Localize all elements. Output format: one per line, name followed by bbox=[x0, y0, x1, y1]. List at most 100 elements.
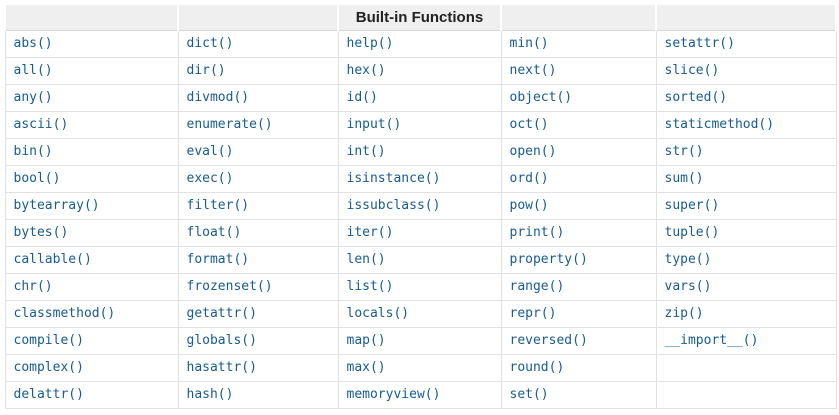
function-link[interactable]: bytes() bbox=[13, 225, 69, 240]
function-link[interactable]: object() bbox=[509, 90, 573, 105]
function-link[interactable]: issubclass() bbox=[346, 198, 441, 213]
function-link[interactable]: type() bbox=[664, 252, 712, 267]
function-link[interactable]: bin() bbox=[13, 144, 53, 159]
function-link[interactable]: setattr() bbox=[664, 36, 735, 51]
function-link[interactable]: frozenset() bbox=[186, 279, 273, 294]
function-link[interactable]: open() bbox=[509, 144, 557, 159]
function-cell: help() bbox=[337, 30, 502, 58]
function-link[interactable]: compile() bbox=[13, 333, 84, 348]
function-link[interactable]: sorted() bbox=[664, 90, 728, 105]
function-link[interactable]: classmethod() bbox=[13, 306, 116, 321]
function-cell: chr() bbox=[4, 273, 179, 301]
function-cell: super() bbox=[655, 192, 837, 220]
function-cell: any() bbox=[4, 84, 179, 112]
function-cell: sum() bbox=[655, 165, 837, 193]
function-link[interactable]: getattr() bbox=[186, 306, 257, 321]
function-cell: round() bbox=[500, 354, 657, 382]
function-cell: str() bbox=[655, 138, 837, 166]
function-cell: exec() bbox=[177, 165, 339, 193]
function-cell: isinstance() bbox=[337, 165, 502, 193]
empty-header-cell bbox=[4, 4, 179, 31]
function-cell: delattr() bbox=[4, 381, 179, 409]
function-link[interactable]: super() bbox=[664, 198, 720, 213]
function-cell: next() bbox=[500, 57, 657, 85]
function-link[interactable]: exec() bbox=[186, 171, 234, 186]
function-link[interactable]: bytearray() bbox=[13, 198, 100, 213]
function-link[interactable]: input() bbox=[346, 117, 402, 132]
function-link[interactable]: eval() bbox=[186, 144, 234, 159]
function-cell: issubclass() bbox=[337, 192, 502, 220]
function-link[interactable]: divmod() bbox=[186, 90, 250, 105]
function-link[interactable]: callable() bbox=[13, 252, 92, 267]
function-link[interactable]: id() bbox=[346, 90, 378, 105]
function-link[interactable]: ascii() bbox=[13, 117, 69, 132]
function-link[interactable]: dict() bbox=[186, 36, 234, 51]
function-cell: hash() bbox=[177, 381, 339, 409]
function-link[interactable]: all() bbox=[13, 63, 53, 78]
function-link[interactable]: map() bbox=[346, 333, 386, 348]
function-cell: map() bbox=[337, 327, 502, 355]
function-cell: tuple() bbox=[655, 219, 837, 247]
function-link[interactable]: hash() bbox=[186, 387, 234, 402]
function-link[interactable]: min() bbox=[509, 36, 549, 51]
function-link[interactable]: float() bbox=[186, 225, 242, 240]
function-link[interactable]: print() bbox=[509, 225, 565, 240]
function-link[interactable]: oct() bbox=[509, 117, 549, 132]
function-link[interactable]: len() bbox=[346, 252, 386, 267]
function-link[interactable]: slice() bbox=[664, 63, 720, 78]
function-cell: property() bbox=[500, 246, 657, 274]
function-cell: all() bbox=[4, 57, 179, 85]
table-row: ascii() enumerate() input() oct() staticmeth… bbox=[4, 111, 837, 139]
function-link[interactable]: int() bbox=[346, 144, 386, 159]
function-cell: zip() bbox=[655, 300, 837, 328]
function-link[interactable]: locals() bbox=[346, 306, 410, 321]
function-link[interactable]: vars() bbox=[664, 279, 712, 294]
function-cell: print() bbox=[500, 219, 657, 247]
function-link[interactable]: range() bbox=[509, 279, 565, 294]
function-link[interactable]: abs() bbox=[13, 36, 53, 51]
function-link[interactable]: round() bbox=[509, 360, 565, 375]
function-link[interactable]: set() bbox=[509, 387, 549, 402]
function-link[interactable]: globals() bbox=[186, 333, 257, 348]
empty-header-cell bbox=[500, 4, 657, 31]
function-link[interactable]: any() bbox=[13, 90, 53, 105]
function-link[interactable]: hasattr() bbox=[186, 360, 257, 375]
function-link[interactable]: isinstance() bbox=[346, 171, 441, 186]
function-cell: __import__() bbox=[655, 327, 837, 355]
function-link[interactable]: chr() bbox=[13, 279, 53, 294]
function-link[interactable]: staticmethod() bbox=[664, 117, 775, 132]
function-link[interactable]: help() bbox=[346, 36, 394, 51]
function-link[interactable]: iter() bbox=[346, 225, 394, 240]
function-link[interactable]: sum() bbox=[664, 171, 704, 186]
empty-cell bbox=[655, 354, 837, 382]
function-cell: dict() bbox=[177, 30, 339, 58]
function-link[interactable]: property() bbox=[509, 252, 588, 267]
function-link[interactable]: ord() bbox=[509, 171, 549, 186]
function-cell: bin() bbox=[4, 138, 179, 166]
function-link[interactable]: list() bbox=[346, 279, 394, 294]
function-cell: object() bbox=[500, 84, 657, 112]
function-cell: oct() bbox=[500, 111, 657, 139]
function-link[interactable]: bool() bbox=[13, 171, 61, 186]
function-link[interactable]: enumerate() bbox=[186, 117, 273, 132]
function-cell: frozenset() bbox=[177, 273, 339, 301]
table-row: bin() eval() int() open() str() bbox=[4, 138, 837, 166]
function-link[interactable]: hex() bbox=[346, 63, 386, 78]
function-link[interactable]: filter() bbox=[186, 198, 250, 213]
function-link[interactable]: tuple() bbox=[664, 225, 720, 240]
function-link[interactable]: str() bbox=[664, 144, 704, 159]
function-link[interactable]: repr() bbox=[509, 306, 557, 321]
function-link[interactable]: next() bbox=[509, 63, 557, 78]
function-link[interactable]: __import__() bbox=[664, 333, 759, 348]
function-link[interactable]: dir() bbox=[186, 63, 226, 78]
function-cell: list() bbox=[337, 273, 502, 301]
table-row: bool() exec() isinstance() ord() sum() bbox=[4, 165, 837, 193]
function-link[interactable]: complex() bbox=[13, 360, 84, 375]
function-link[interactable]: format() bbox=[186, 252, 250, 267]
function-link[interactable]: zip() bbox=[664, 306, 704, 321]
function-link[interactable]: delattr() bbox=[13, 387, 84, 402]
function-link[interactable]: memoryview() bbox=[346, 387, 441, 402]
function-link[interactable]: reversed() bbox=[509, 333, 588, 348]
function-link[interactable]: max() bbox=[346, 360, 386, 375]
function-link[interactable]: pow() bbox=[509, 198, 549, 213]
